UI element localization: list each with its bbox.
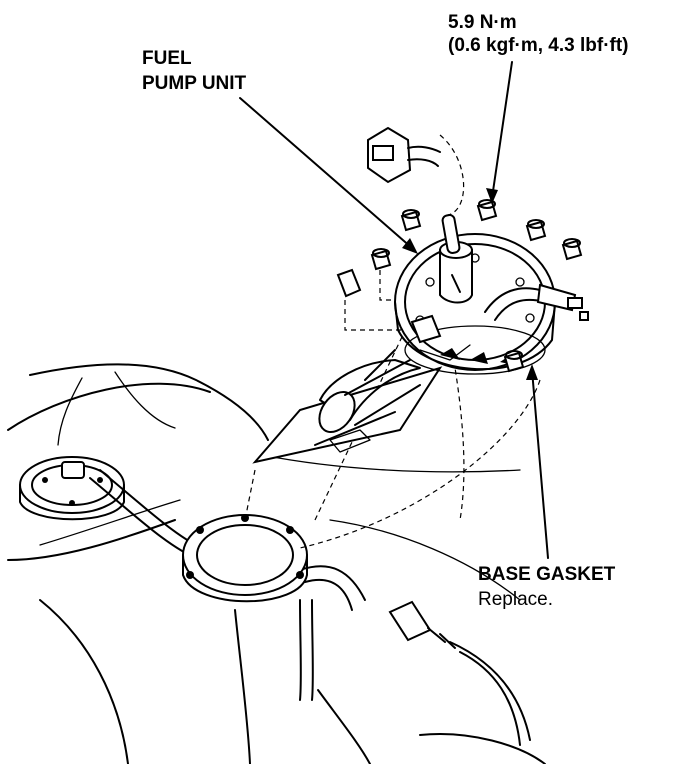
torque-spec-units: (0.6 kgf·m, 4.3 lbf·ft) — [448, 35, 629, 56]
fuel-pump-unit — [394, 214, 589, 375]
leader-torque-arrow — [486, 188, 498, 204]
pump-mounting-flange — [182, 514, 308, 603]
nut-6 — [503, 350, 525, 373]
connector — [367, 126, 441, 184]
lower-connector — [388, 600, 531, 746]
nut-3 — [370, 248, 392, 271]
torque-spec-value: 5.9 N·m — [448, 12, 517, 33]
leader-base-gasket-arrow — [526, 364, 538, 380]
base-gasket-note: Replace. — [478, 589, 553, 610]
fuel-pump-label-line2: PUMP UNIT — [142, 73, 247, 94]
tank-access-port-left — [19, 456, 125, 521]
leader-base-gasket — [531, 369, 549, 559]
fuel-tank — [7, 363, 546, 765]
fuel-pump-label-line1: FUEL — [142, 48, 192, 69]
nut-4 — [525, 219, 547, 242]
leader-fuel-pump-arrow — [402, 238, 418, 254]
clip — [336, 268, 362, 298]
nuts — [336, 199, 583, 373]
nut-2 — [476, 199, 498, 222]
base-gasket-label: BASE GASKET — [478, 564, 616, 585]
fuel-pump-body — [252, 349, 443, 464]
leader-fuel-pump — [239, 97, 413, 249]
nut-1 — [400, 209, 422, 232]
nut-5 — [561, 238, 583, 261]
leader-torque — [491, 61, 513, 199]
leader-lines — [239, 61, 549, 559]
